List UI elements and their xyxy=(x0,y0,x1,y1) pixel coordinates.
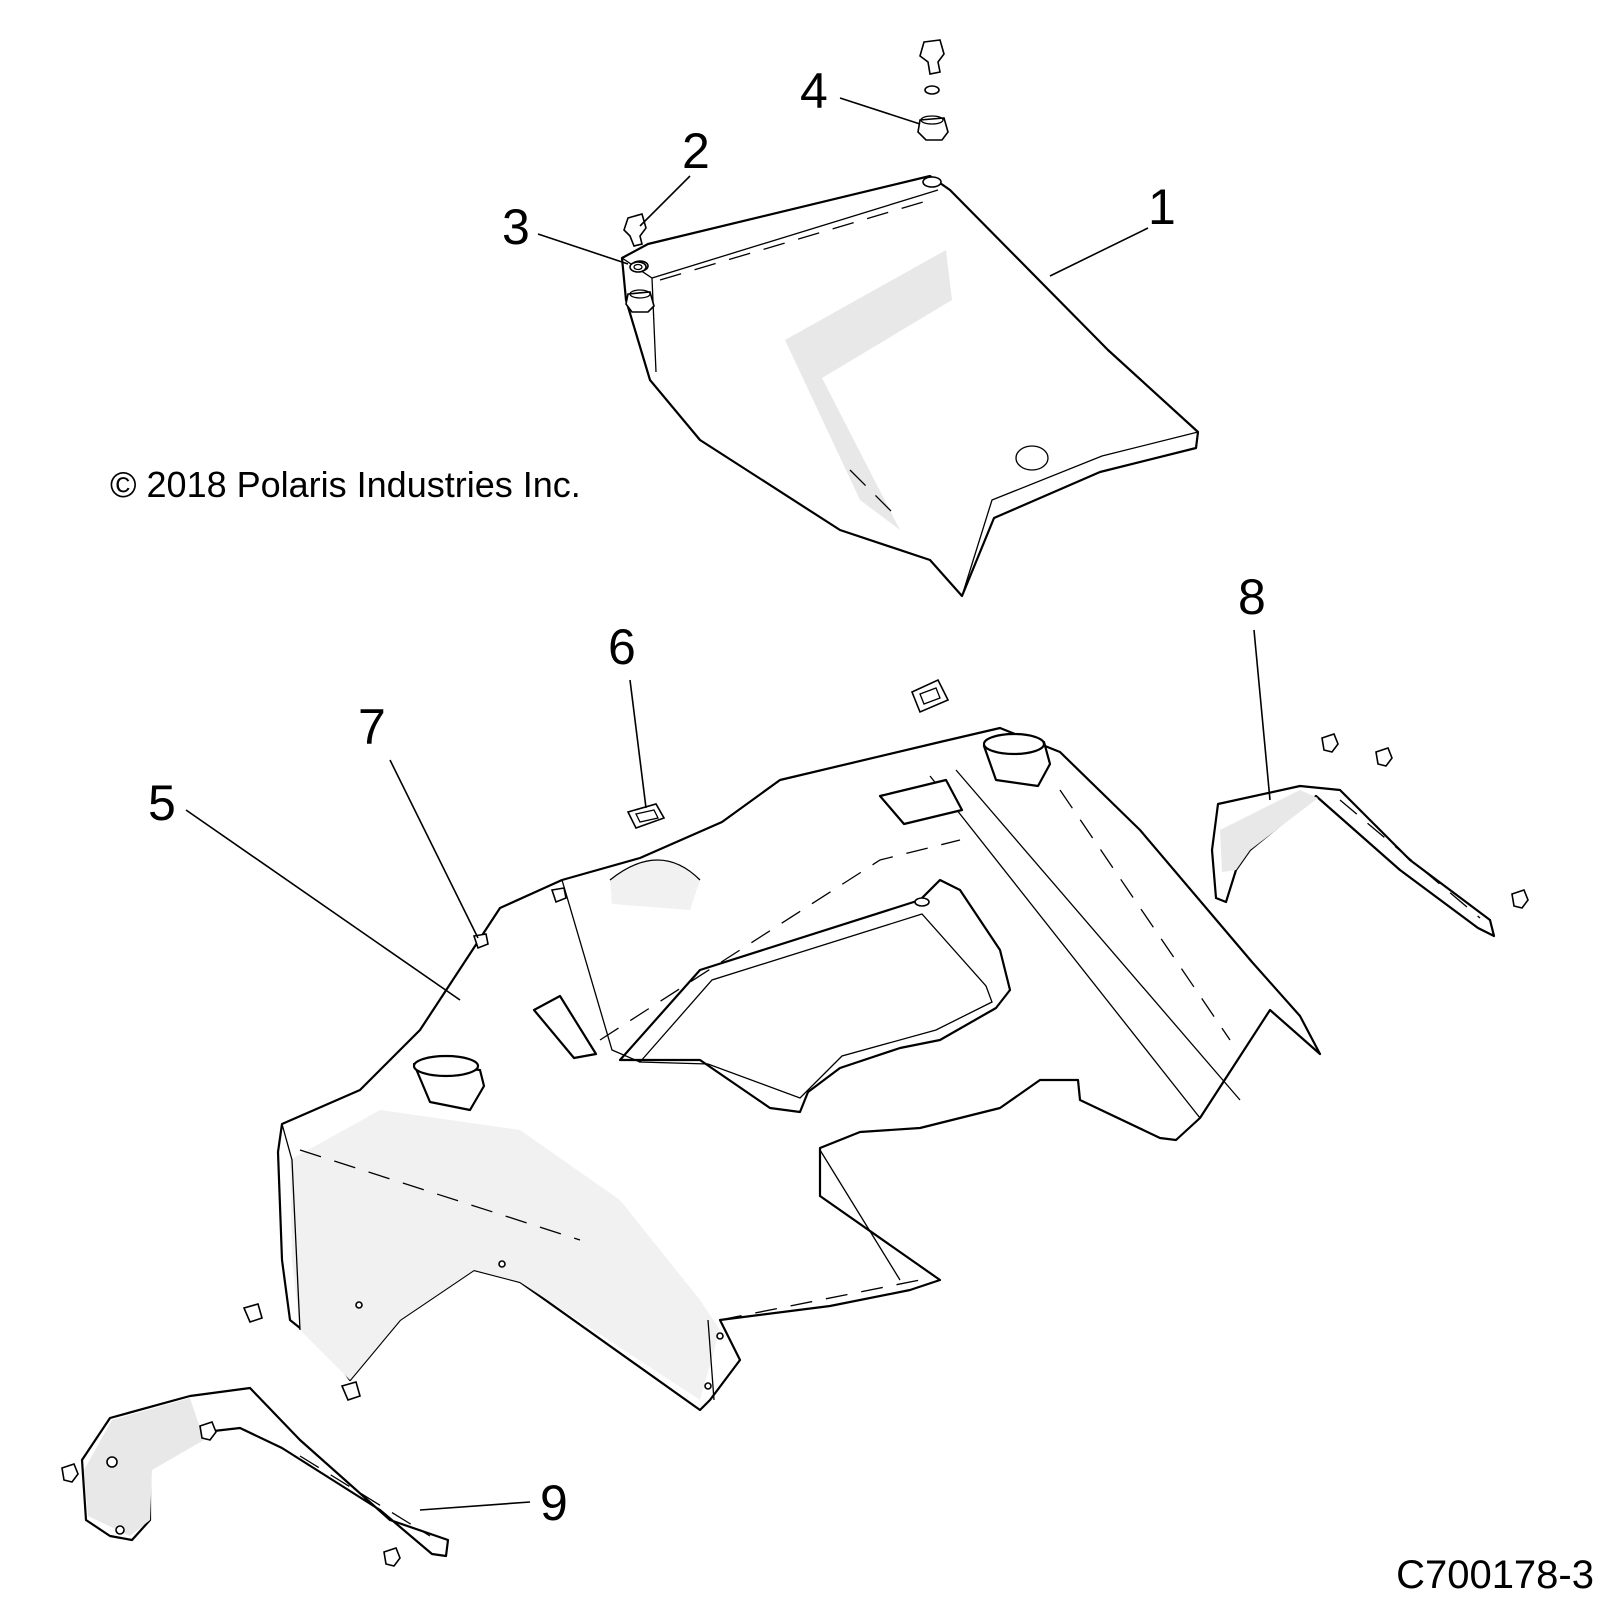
clip-2 xyxy=(550,887,567,904)
callout-1: 1 xyxy=(1148,179,1176,235)
leader-2 xyxy=(639,175,691,227)
copyright-notice: © 2018 Polaris Industries Inc. xyxy=(110,464,581,505)
callout-4: 4 xyxy=(800,63,828,119)
leader-8 xyxy=(1253,629,1271,801)
part-5-rear-fender xyxy=(276,726,1322,1412)
part-1-cover xyxy=(620,174,1200,598)
flare-8-fasteners xyxy=(1321,733,1529,909)
leader-6 xyxy=(629,679,647,809)
leader-1 xyxy=(1049,227,1149,277)
callout-9: 9 xyxy=(540,1475,568,1531)
leader-7 xyxy=(389,759,479,939)
flare-9-fasteners xyxy=(61,1303,401,1567)
part-3-washer xyxy=(629,261,647,273)
grommet-left xyxy=(625,289,655,313)
callout-7: 7 xyxy=(358,699,386,755)
leader-9 xyxy=(419,1501,531,1511)
part-8-right-flare xyxy=(1210,733,1529,938)
callout-2: 2 xyxy=(682,123,710,179)
leader-3 xyxy=(537,233,629,265)
part-9-left-flare xyxy=(61,1303,450,1567)
pad-upper xyxy=(910,678,950,714)
part-4-fastener-stack xyxy=(917,39,949,141)
part-number: C700178-3 xyxy=(1396,1553,1594,1597)
callout-5: 5 xyxy=(148,775,176,831)
leader-5 xyxy=(185,809,461,1001)
part-2-fastener xyxy=(623,213,647,247)
part-6-pad xyxy=(626,803,666,829)
callout-3: 3 xyxy=(502,199,530,255)
leader-lines xyxy=(185,97,1271,1511)
callout-8: 8 xyxy=(1238,569,1266,625)
leader-4 xyxy=(839,97,921,125)
callout-6: 6 xyxy=(608,619,636,675)
